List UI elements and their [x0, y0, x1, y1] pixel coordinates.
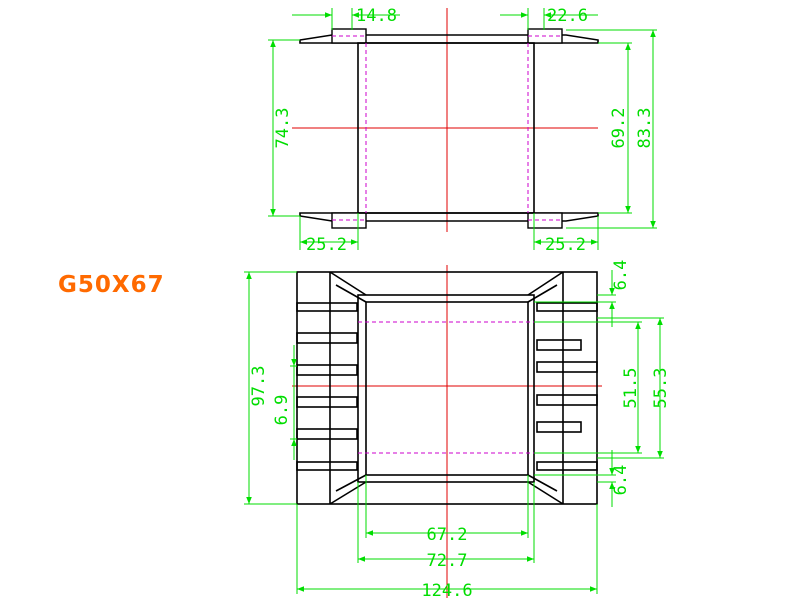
dim-fin-gap: 6.9	[272, 345, 297, 460]
front-view: 97.3 6.9 6.4 51.5	[244, 260, 671, 600]
dim-pin-left-width: 14.8	[292, 6, 400, 30]
dim-pin-right-width: 22.6	[500, 6, 598, 30]
dim-bottom-margin: 6.4	[534, 450, 631, 507]
dim-core-outer-width: 72.7	[357, 482, 535, 571]
svg-text:6.9: 6.9	[272, 395, 292, 426]
svg-text:72.7: 72.7	[427, 551, 468, 571]
core-inner	[365, 301, 529, 476]
dim-overall-width: 124.6	[296, 504, 598, 600]
svg-text:55.3: 55.3	[651, 368, 671, 409]
svg-text:69.2: 69.2	[609, 108, 629, 149]
dim-inner-length: 69.2	[598, 42, 632, 214]
svg-text:83.3: 83.3	[635, 108, 655, 149]
fins-left	[296, 302, 358, 471]
dim-overall-height: 97.3	[244, 271, 297, 505]
svg-text:14.8: 14.8	[356, 6, 397, 26]
top-view: 14.8 22.6 74.3 69.2	[268, 6, 657, 255]
svg-text:6.4: 6.4	[611, 465, 631, 496]
svg-text:74.3: 74.3	[273, 108, 293, 149]
svg-text:25.2: 25.2	[306, 235, 347, 255]
dim-overall-length-left: 74.3	[268, 39, 300, 217]
svg-text:124.6: 124.6	[421, 581, 472, 600]
core-outer	[357, 294, 535, 483]
flange-outline	[296, 271, 598, 505]
chamfer-left	[329, 271, 367, 505]
dim-top-margin: 6.4	[534, 260, 631, 327]
dim-offset-bottom-right: 25.2	[533, 213, 599, 255]
svg-text:22.6: 22.6	[547, 6, 588, 26]
chamfer-right	[527, 271, 564, 505]
dim-overall-length-right: 83.3	[566, 29, 657, 229]
svg-text:51.5: 51.5	[621, 368, 641, 409]
svg-text:67.2: 67.2	[427, 525, 468, 545]
dim-offset-bottom-left: 25.2	[299, 213, 359, 255]
fins-right	[536, 302, 598, 471]
svg-text:25.2: 25.2	[545, 235, 586, 255]
svg-text:97.3: 97.3	[249, 366, 269, 407]
part-number-title: G50X67	[58, 272, 165, 298]
dim-core-width: 67.2	[365, 475, 529, 545]
svg-text:6.4: 6.4	[611, 260, 631, 291]
top-view-body	[357, 42, 535, 214]
dim-outer-window-height: 55.3	[597, 317, 671, 459]
dim-window-height: 51.5	[534, 321, 642, 454]
